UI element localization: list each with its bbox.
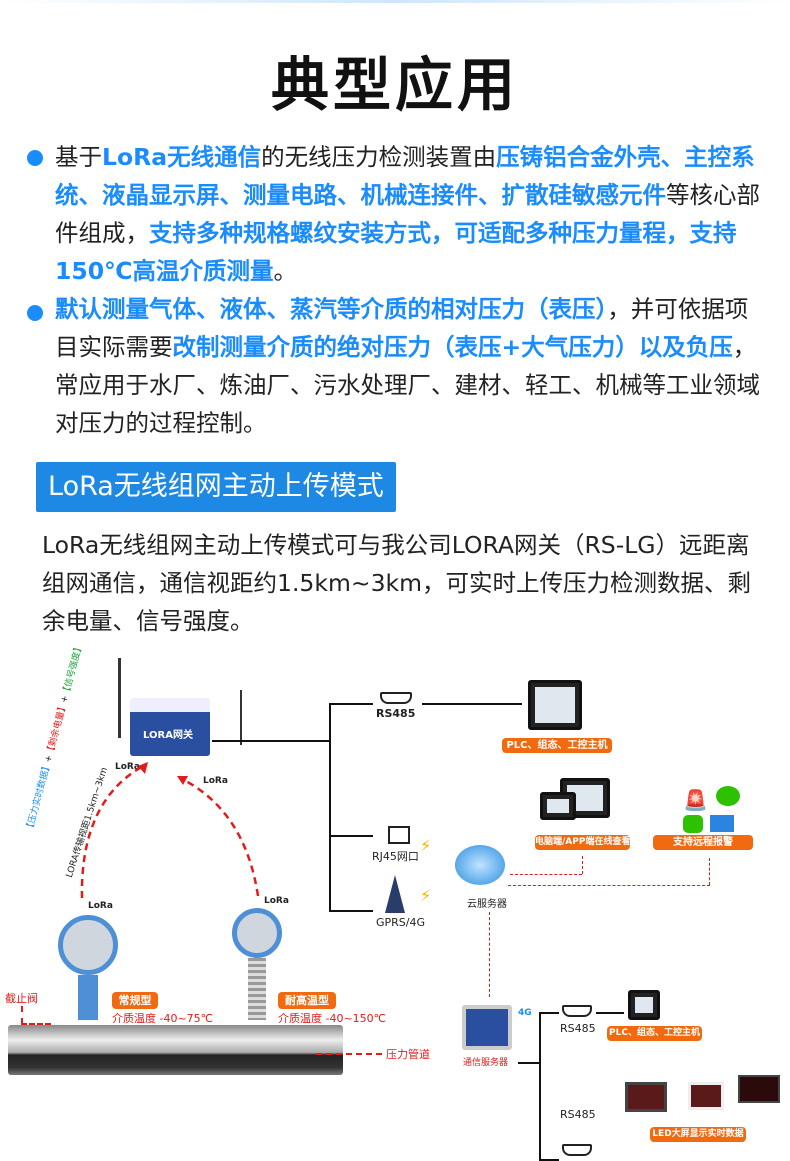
comm-server-label: 通信服务器 bbox=[463, 1058, 509, 1068]
highlight-segment: LoRa无线通信 bbox=[102, 143, 262, 171]
paragraph-1: 基于LoRa无线通信的无线压力检测装置由压铸铝合金外壳、主控系统、液晶显示屏、测… bbox=[55, 138, 770, 290]
antenna-icon bbox=[118, 658, 121, 738]
lora-link-arcs bbox=[80, 762, 260, 899]
pipe-label: 压力管道 bbox=[386, 1048, 430, 1061]
text-segment: 。 bbox=[273, 257, 298, 285]
led-screen bbox=[738, 1075, 780, 1103]
plc-monitor bbox=[528, 680, 582, 730]
rs485-label: RS485 bbox=[560, 1022, 596, 1035]
valve-label: 截止阀 bbox=[5, 992, 38, 1005]
lightning-icon: ⚡ bbox=[420, 836, 432, 855]
type-high-temp-tag: 耐高温型 bbox=[278, 992, 336, 1009]
valve-pointer bbox=[21, 1023, 51, 1025]
plc-tag: PLC、组态、工控主机 bbox=[607, 1026, 702, 1041]
text-segment: ，并可依据项目实际需要 bbox=[55, 295, 749, 361]
type-high-temp-temp: 介质温度 -40~150℃ bbox=[278, 1012, 387, 1025]
lora-logo: LoRa bbox=[88, 901, 113, 911]
rs485-port-icon bbox=[562, 1005, 592, 1017]
highlight-segment: 支持多种规格螺纹安装方式，可适配多种压力量程，支持150℃高温介质测量 bbox=[55, 219, 737, 285]
bullet-icon bbox=[27, 305, 43, 321]
connector-line bbox=[329, 703, 331, 911]
wechat-icon bbox=[716, 786, 740, 806]
connector-line bbox=[518, 1062, 540, 1064]
rs485-label: RS485 bbox=[560, 1108, 596, 1121]
led-screen bbox=[625, 1082, 667, 1112]
cloud-link bbox=[489, 912, 490, 997]
comm-server-device bbox=[462, 1005, 512, 1050]
led-screen bbox=[688, 1082, 724, 1110]
valve-pointer bbox=[21, 1006, 23, 1024]
email-icon bbox=[710, 815, 734, 832]
cloud-label: 云服务器 bbox=[467, 899, 507, 910]
gateway-device bbox=[130, 698, 210, 756]
connector-line bbox=[212, 740, 330, 742]
message-icon bbox=[683, 815, 703, 833]
alarm-icon: 🚨 bbox=[683, 788, 708, 812]
rj45-label: RJ45网口 bbox=[372, 850, 419, 863]
section-heading: LoRa无线组网主动上传模式 bbox=[36, 462, 396, 512]
text-segment: 基于 bbox=[55, 143, 102, 171]
plc-monitor bbox=[628, 990, 660, 1020]
connector-line bbox=[329, 835, 373, 837]
text-segment: 等核心部件组成， bbox=[55, 181, 760, 247]
cell-tower-icon bbox=[385, 875, 405, 913]
rj45-port-icon bbox=[388, 826, 410, 844]
pc-app-tag: 电脑端/APP端在线查看 bbox=[535, 835, 630, 850]
page-title: 典型应用 bbox=[270, 51, 519, 119]
type-standard-temp: 介质温度 -40~75℃ bbox=[112, 1012, 214, 1025]
highlight-segment: 默认测量气体、液体、蒸汽等介质的相对压力（表压） bbox=[55, 295, 608, 323]
4g-badge: 4G bbox=[518, 1008, 532, 1018]
lightning-icon: ⚡ bbox=[420, 886, 432, 905]
pipe-pointer bbox=[316, 1053, 382, 1055]
paragraph-2: 默认测量气体、液体、蒸汽等介质的相对压力（表压），并可依据项目实际需要改制测量介… bbox=[55, 290, 770, 442]
transmitter-high-temp bbox=[232, 908, 282, 958]
connector-line bbox=[539, 1012, 559, 1014]
cloud-server-icon bbox=[455, 845, 505, 885]
cloud-link bbox=[508, 885, 710, 886]
cloud-link bbox=[582, 856, 583, 874]
transmitter-neck bbox=[78, 975, 98, 1020]
network-diagram: LORA网关 LoRa LoRa 【压力实时数据】+【剩余电量】+【信号强度】 … bbox=[0, 642, 790, 1161]
intro-paragraph: LoRa无线组网主动上传模式可与我公司LORA网关（RS-LG）远距离组网通信，… bbox=[42, 531, 752, 635]
text-segment: 的无线压力检测装置由 bbox=[261, 143, 497, 171]
connector-line bbox=[329, 703, 373, 705]
highlight-segment: 压铸铝合金外壳、主控系统、液晶显示屏、测量电路、机械连接件、扩散硅敏感元件 bbox=[55, 143, 755, 209]
rs485-port-icon bbox=[380, 692, 412, 704]
connector-line bbox=[329, 910, 373, 912]
plc-tag: PLC、组态、工控主机 bbox=[502, 738, 612, 753]
gateway-label: LORA网关 bbox=[143, 730, 193, 741]
antenna-icon bbox=[240, 690, 242, 745]
cloud-link bbox=[510, 874, 582, 875]
type-standard-tag: 常规型 bbox=[112, 992, 158, 1009]
lora-logo: LoRa bbox=[264, 896, 289, 906]
text-segment: ，常应用于水厂、炼油厂、污水处理厂、建材、轻工、机械等工业领域对压力的过程控制。 bbox=[55, 333, 760, 437]
cloud-link bbox=[709, 858, 710, 885]
lora-logo: LoRa bbox=[203, 776, 228, 786]
transmitter-standard bbox=[58, 915, 118, 975]
rs485-port-icon bbox=[562, 1144, 592, 1156]
alarm-tag: 支持远程报警 bbox=[653, 835, 753, 850]
connector-line bbox=[539, 1012, 541, 1160]
rs485-label: RS485 bbox=[376, 707, 416, 720]
highlight-segment: 改制测量介质的绝对压力（表压+大气压力）以及负压 bbox=[172, 333, 733, 361]
cooling-fins bbox=[248, 958, 266, 1020]
pressure-pipe bbox=[8, 1025, 343, 1075]
laptop-icon bbox=[540, 792, 576, 820]
connector-line bbox=[596, 1012, 624, 1014]
lora-logo: LoRa bbox=[115, 762, 140, 772]
connector-line bbox=[422, 703, 522, 705]
led-tag: LED大屏显示实时数据 bbox=[650, 1127, 746, 1142]
top-divider bbox=[0, 0, 790, 3]
bullet-icon bbox=[27, 150, 43, 166]
gprs-label: GPRS/4G bbox=[376, 916, 426, 929]
